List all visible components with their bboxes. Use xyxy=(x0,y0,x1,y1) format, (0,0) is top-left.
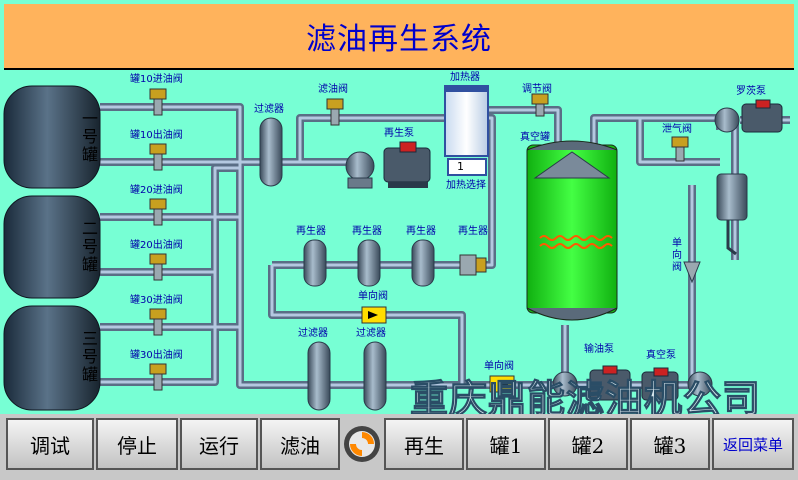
tank-1-label: 一号罐 xyxy=(81,109,98,164)
filter-oil-button[interactable]: 滤油 xyxy=(260,418,340,470)
label-check-valve-right: 单向阀 xyxy=(672,238,682,273)
label-check-valve-mid: 单向阀 xyxy=(358,291,388,302)
label-regen-pump: 再生泵 xyxy=(384,128,414,139)
label-check-valve-bottom: 单向阀 xyxy=(484,361,514,372)
vent-valve[interactable] xyxy=(671,136,689,162)
tank-2-label: 二号罐 xyxy=(81,219,98,274)
company-watermark: 重庆鼎能滤油机公司 xyxy=(409,376,762,422)
regenerator-1 xyxy=(303,239,327,287)
filter-bottom-1 xyxy=(307,341,331,411)
tank-3[interactable] xyxy=(3,305,101,411)
tank-3-label: 三号罐 xyxy=(81,329,98,384)
tank1-button[interactable]: 罐1 xyxy=(466,418,546,470)
label-tank10-out: 罐10出油阀 xyxy=(130,130,183,141)
label-vent-valve: 泄气阀 xyxy=(662,124,692,135)
filter-top xyxy=(259,117,283,187)
back-to-menu-button[interactable]: 返回菜单 xyxy=(712,418,794,470)
valve-tank20-out[interactable] xyxy=(149,253,167,281)
label-regen-2: 再生器 xyxy=(352,226,382,237)
regulating-valve[interactable] xyxy=(531,93,549,117)
label-filter-bottom-2: 过滤器 xyxy=(356,328,386,339)
valve-tank10-out[interactable] xyxy=(149,143,167,171)
regenerator-2 xyxy=(357,239,381,287)
separator xyxy=(716,173,748,256)
valve-tank30-in[interactable] xyxy=(149,308,167,336)
regen-pump[interactable] xyxy=(345,141,431,189)
label-regen-3: 再生器 xyxy=(406,226,436,237)
debug-button[interactable]: 调试 xyxy=(6,418,94,470)
check-valve-right[interactable] xyxy=(683,261,701,284)
tank-1[interactable] xyxy=(3,85,101,189)
valve-tank20-in[interactable] xyxy=(149,198,167,226)
run-button[interactable]: 运行 xyxy=(180,418,258,470)
process-diagram xyxy=(3,85,790,411)
check-valve-bottom[interactable] xyxy=(489,375,515,393)
heater-value[interactable]: 1 xyxy=(447,158,487,176)
regenerator-3 xyxy=(411,239,435,287)
label-roots-pump: 罗茨泵 xyxy=(736,86,766,97)
filter-bottom-2 xyxy=(363,341,387,411)
spinner-icon xyxy=(344,426,380,462)
vacuum-tank xyxy=(526,140,618,321)
label-tank30-in: 罐30进油阀 xyxy=(130,295,183,306)
label-regen-4: 再生器 xyxy=(458,226,488,237)
label-oil-pump: 输油泵 xyxy=(584,344,614,355)
roots-pump[interactable] xyxy=(714,99,783,133)
label-oil-valve: 滤油阀 xyxy=(318,84,348,95)
label-tank30-out: 罐30出油阀 xyxy=(130,350,183,361)
label-tank20-in: 罐20进油阀 xyxy=(130,185,183,196)
valve-tank30-out[interactable] xyxy=(149,363,167,391)
tank3-button[interactable]: 罐3 xyxy=(630,418,710,470)
check-valve-mid[interactable] xyxy=(361,306,387,324)
tank2-button[interactable]: 罐2 xyxy=(548,418,628,470)
regen-button[interactable]: 再生 xyxy=(384,418,464,470)
regenerator-valve[interactable] xyxy=(459,254,487,276)
label-tank20-out: 罐20出油阀 xyxy=(130,240,183,251)
label-filter-top: 过滤器 xyxy=(254,104,284,115)
page-title: 滤油再生系统 xyxy=(306,22,492,57)
label-vacuum-pump: 真空泵 xyxy=(646,350,676,361)
oil-filter-valve[interactable] xyxy=(326,98,344,126)
label-tank10-in: 罐10进油阀 xyxy=(130,74,183,85)
label-heat-select: 加热选择 xyxy=(446,180,486,191)
label-regen-1: 再生器 xyxy=(296,226,326,237)
label-regulating-valve: 调节阀 xyxy=(522,84,552,95)
oil-pump[interactable] xyxy=(552,365,631,401)
heater xyxy=(444,85,489,157)
vacuum-pump[interactable] xyxy=(641,367,713,401)
label-vacuum-tank: 真空罐 xyxy=(520,132,550,143)
tank-2[interactable] xyxy=(3,195,101,299)
label-filter-bottom-1: 过滤器 xyxy=(298,328,328,339)
valve-tank10-in[interactable] xyxy=(149,88,167,116)
title-bar: 滤油再生系统 xyxy=(4,4,794,70)
stop-button[interactable]: 停止 xyxy=(96,418,178,470)
label-heater: 加热器 xyxy=(450,72,480,83)
